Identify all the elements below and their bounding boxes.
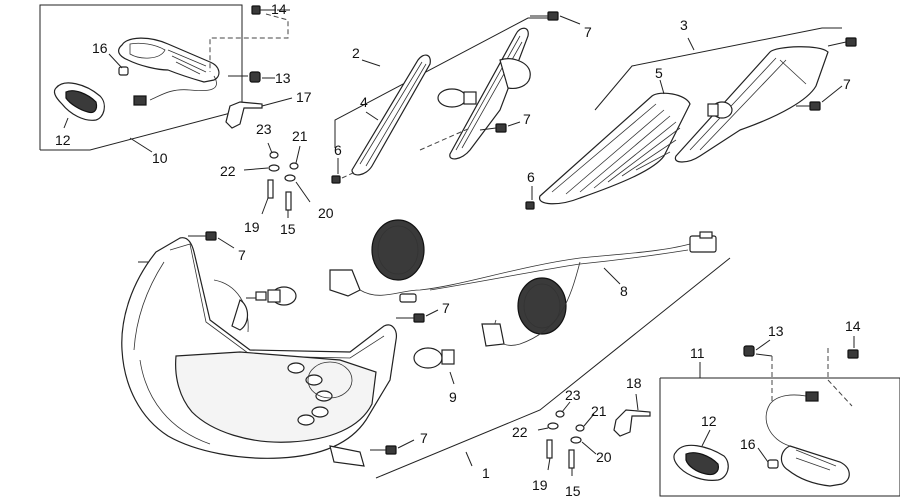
callout-20-right: 20 [596,449,612,465]
callout-16-right: 16 [740,436,756,452]
callout-7-headlight-mid: 7 [442,300,450,316]
right-side-cover-group [525,27,857,210]
callout-22-left: 22 [220,163,236,179]
callout-9: 9 [449,389,457,405]
callout-22-right: 22 [512,424,528,440]
callout-8: 8 [620,283,628,299]
callout-7-right: 7 [843,76,851,92]
callout-10: 10 [152,150,168,166]
bulbs-and-harness [188,219,717,455]
callout-labels: 14 16 13 17 12 10 23 21 22 20 19 15 2 4 … [55,1,861,498]
callout-15-right: 15 [565,483,581,498]
right-indicator-inset [659,336,900,497]
callout-17: 17 [296,89,312,105]
callout-1: 1 [482,465,490,481]
hardware-group-right [537,393,651,476]
callout-13-top: 13 [275,70,291,86]
callout-3: 3 [680,17,688,33]
callout-12-right: 12 [701,413,717,429]
callout-7-headlight-bottom: 7 [420,430,428,446]
callout-23-left: 23 [256,121,272,137]
callout-11: 11 [690,345,705,361]
callout-15-left: 15 [280,221,296,237]
callout-21-left: 21 [292,128,308,144]
callout-21-right: 21 [591,403,607,419]
callout-7-top: 7 [584,24,592,40]
callout-16-top: 16 [92,40,108,56]
callout-6-left: 6 [334,142,342,158]
callout-12-top: 12 [55,132,71,148]
callout-14-right: 14 [845,318,861,334]
callout-6-right: 6 [527,169,535,185]
hardware-group-left [243,142,311,218]
callout-2: 2 [352,45,360,61]
callout-23-right: 23 [565,387,581,403]
callout-13-right: 13 [768,323,784,339]
left-side-cover-group [331,11,581,184]
callout-19-right: 19 [532,477,548,493]
callout-19-left: 19 [244,219,260,235]
callout-20-left: 20 [318,205,334,221]
callout-5: 5 [655,65,663,81]
callout-18: 18 [626,375,642,391]
callout-7-headlight-top: 7 [238,247,246,263]
headlight-assembly [121,237,731,479]
callout-7-mid: 7 [523,111,531,127]
callout-14-top: 14 [271,1,287,17]
left-indicator-inset [39,4,293,153]
callout-4: 4 [360,94,368,110]
